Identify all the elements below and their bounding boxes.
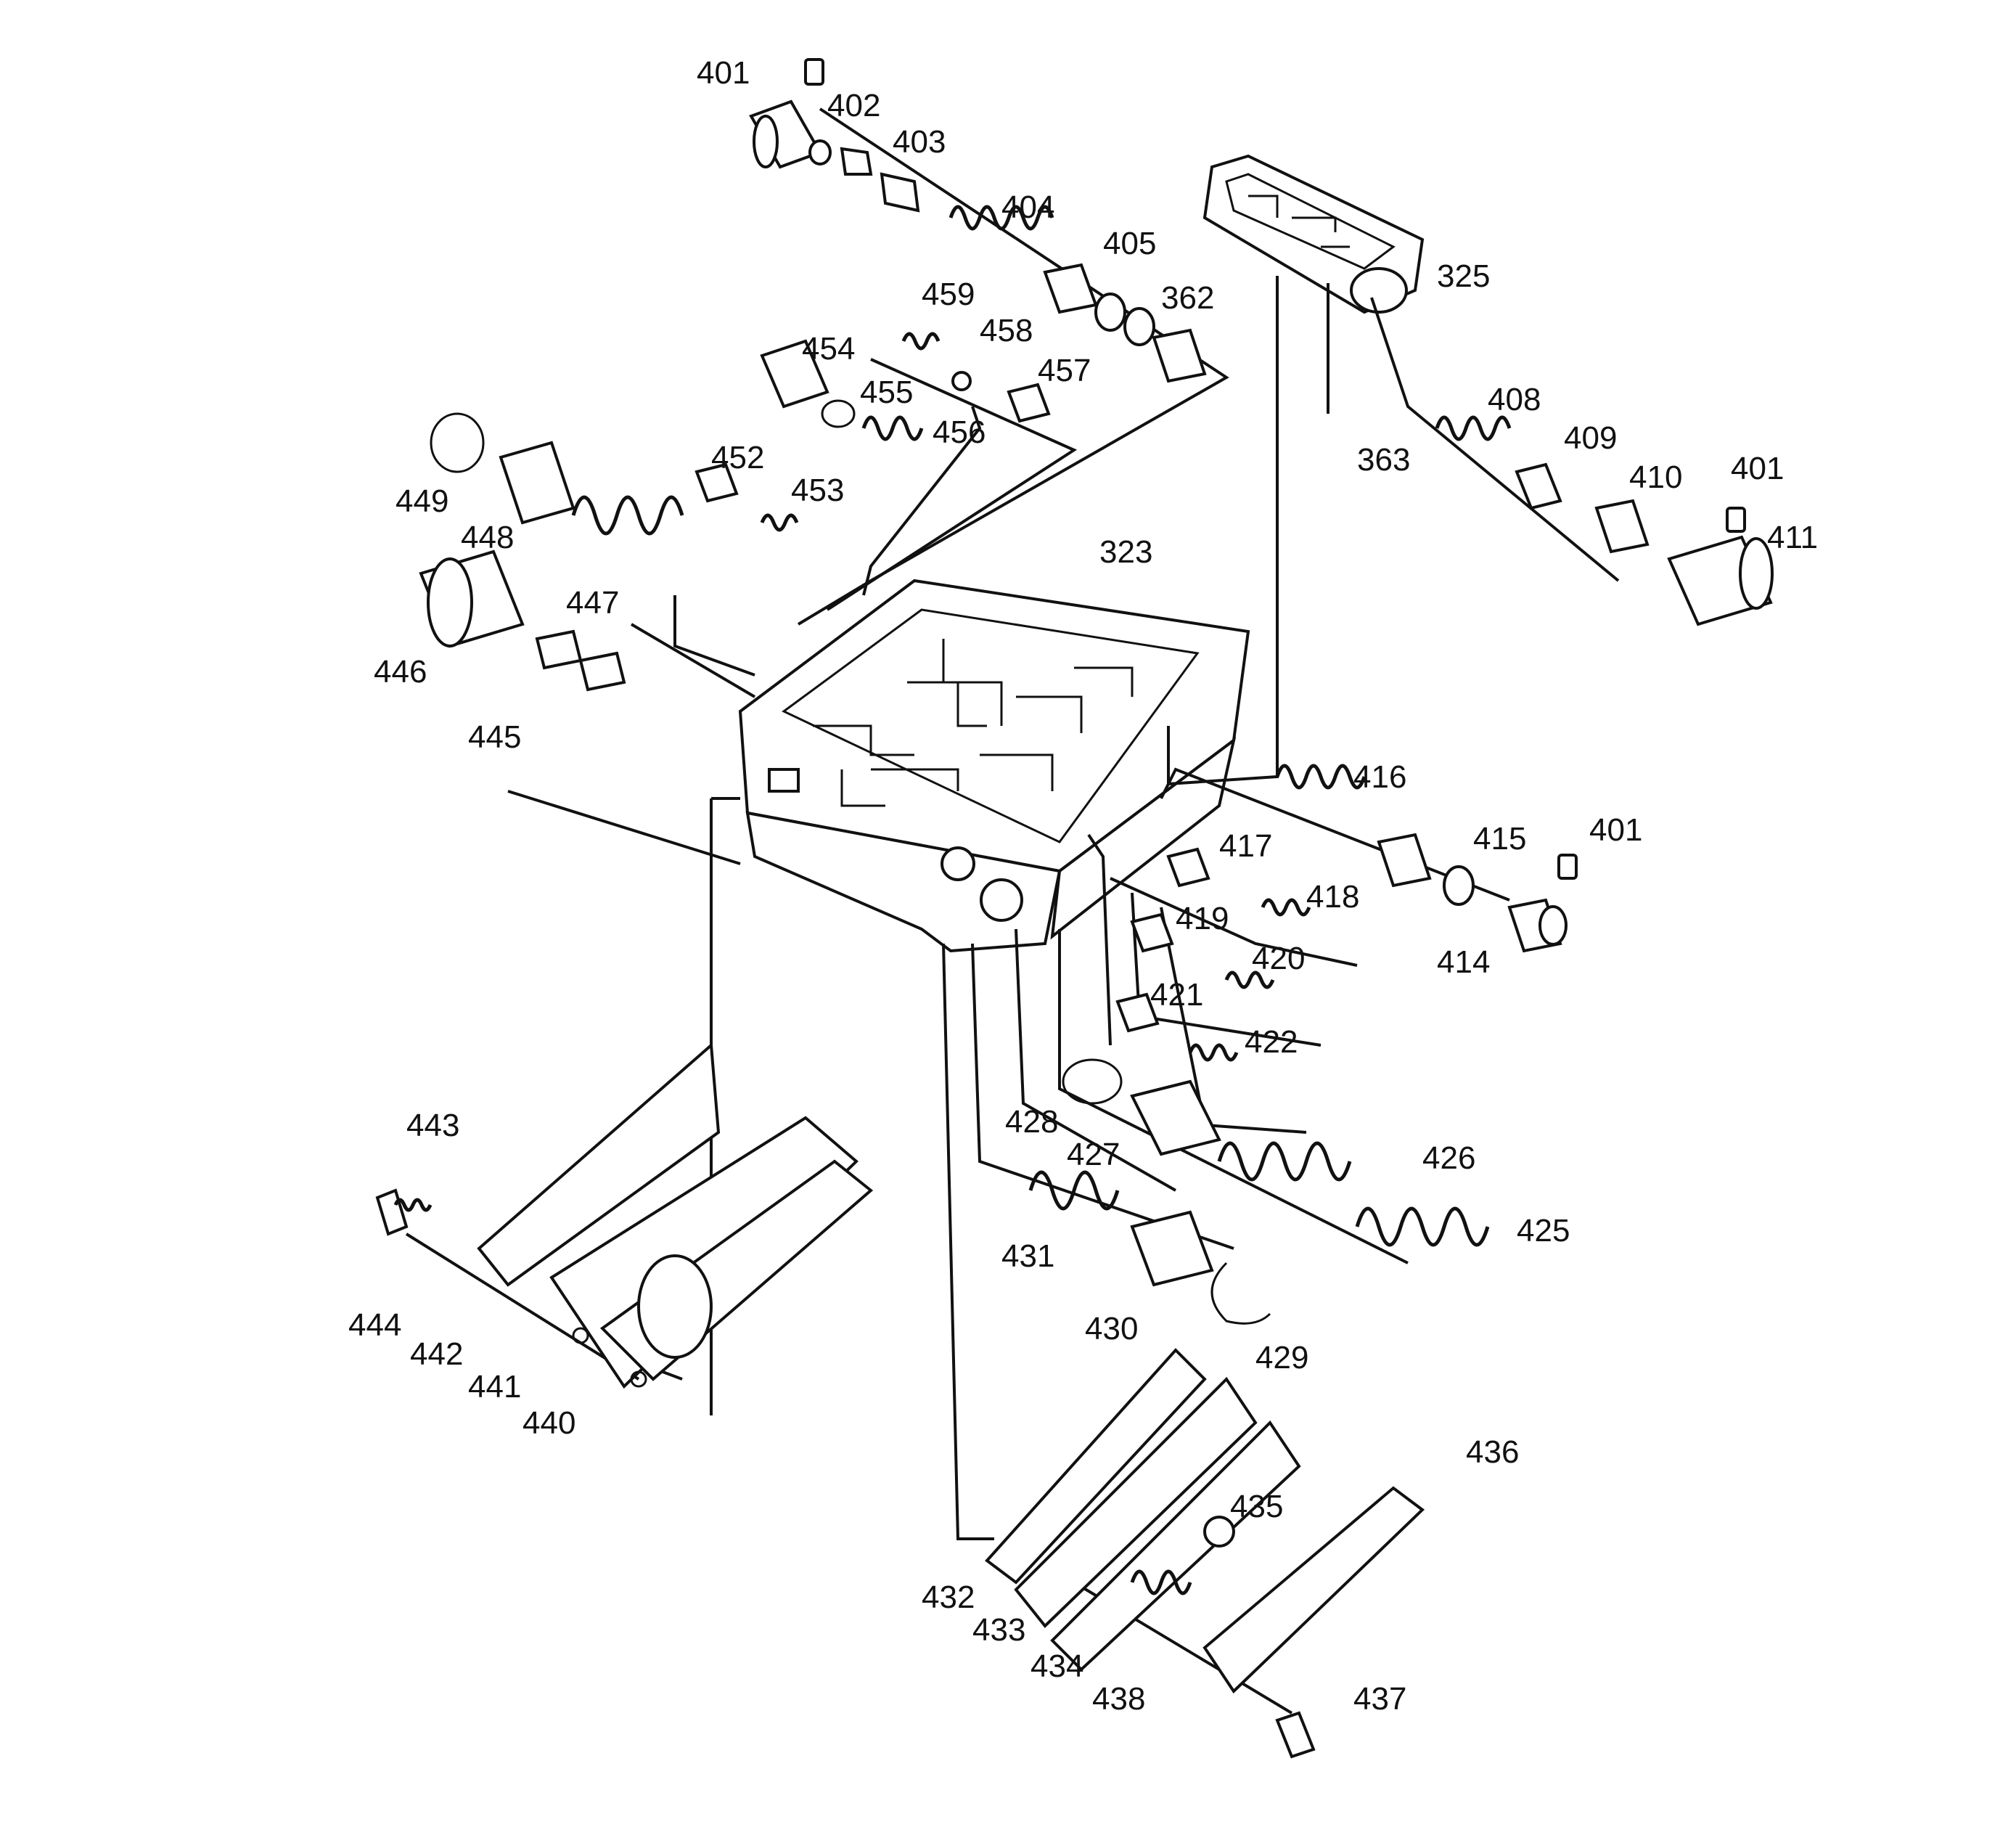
valve-train-445-449 (419, 412, 684, 692)
label-444: 444 (348, 1307, 401, 1343)
bottom-plates-432-438 (985, 1348, 1425, 1759)
label-434: 434 (1030, 1648, 1083, 1684)
valve-train-414-416 (1275, 764, 1578, 953)
label-401-right: 401 (1731, 451, 1784, 486)
label-415: 415 (1473, 821, 1526, 857)
label-437: 437 (1353, 1681, 1406, 1717)
label-402: 402 (827, 88, 880, 123)
label-401-mid: 401 (1589, 812, 1642, 848)
label-323: 323 (1099, 534, 1152, 570)
label-411: 411 (1767, 520, 1818, 555)
label-436: 436 (1466, 1434, 1519, 1470)
label-363: 363 (1357, 442, 1410, 478)
label-408: 408 (1488, 382, 1541, 417)
label-432: 432 (922, 1579, 975, 1615)
valve-body-323 (738, 579, 1250, 953)
label-455: 455 (860, 375, 913, 410)
label-457: 457 (1038, 353, 1091, 388)
label-403: 403 (893, 124, 946, 160)
label-428: 428 (1005, 1104, 1058, 1140)
label-454: 454 (802, 331, 855, 367)
label-440: 440 (523, 1405, 575, 1441)
clip-401-right (1726, 507, 1746, 533)
label-456: 456 (933, 414, 986, 450)
label-417: 417 (1219, 828, 1272, 864)
label-431: 431 (1001, 1238, 1054, 1274)
label-416: 416 (1353, 759, 1406, 795)
label-459: 459 (922, 277, 975, 312)
label-442: 442 (410, 1336, 463, 1372)
label-433: 433 (972, 1612, 1025, 1648)
label-401-top: 401 (697, 55, 750, 91)
label-405: 405 (1103, 226, 1156, 261)
valve-train-401-405 (749, 58, 1207, 383)
label-425: 425 (1517, 1213, 1570, 1248)
valve-train-408-411 (1435, 415, 1774, 626)
label-446: 446 (374, 654, 427, 690)
valves-417-422 (1115, 847, 1311, 1062)
label-447: 447 (566, 585, 619, 621)
left-plates-440-444 (375, 1042, 874, 1389)
label-362: 362 (1161, 280, 1214, 316)
label-420: 420 (1252, 941, 1305, 976)
label-445: 445 (468, 719, 521, 755)
label-452: 452 (711, 440, 764, 475)
label-429: 429 (1255, 1340, 1308, 1376)
valves-452-459 (694, 332, 1051, 532)
label-430: 430 (1085, 1311, 1138, 1346)
part-labels: 401 402 403 404 405 362 325 363 459 458 … (348, 55, 1818, 1717)
label-448: 448 (461, 520, 514, 555)
label-409: 409 (1564, 420, 1617, 456)
clip-401-mid (1557, 854, 1578, 880)
label-441: 441 (468, 1369, 521, 1405)
label-453: 453 (791, 473, 844, 508)
label-422: 422 (1245, 1024, 1298, 1060)
clip-401-top (804, 58, 824, 86)
valve-body-plate-325 (1202, 154, 1425, 314)
accumulator-425-431 (1028, 1058, 1490, 1325)
label-418: 418 (1306, 879, 1359, 915)
label-427: 427 (1067, 1137, 1120, 1172)
label-410: 410 (1629, 459, 1682, 495)
label-458: 458 (980, 313, 1033, 348)
label-443: 443 (406, 1108, 459, 1143)
label-419: 419 (1176, 901, 1229, 936)
label-449: 449 (396, 483, 448, 519)
label-438: 438 (1092, 1681, 1145, 1717)
label-325: 325 (1437, 258, 1490, 294)
label-404: 404 (1001, 189, 1054, 225)
label-435: 435 (1230, 1489, 1283, 1524)
label-414: 414 (1437, 944, 1490, 980)
label-421: 421 (1150, 977, 1203, 1013)
label-426: 426 (1422, 1140, 1475, 1176)
